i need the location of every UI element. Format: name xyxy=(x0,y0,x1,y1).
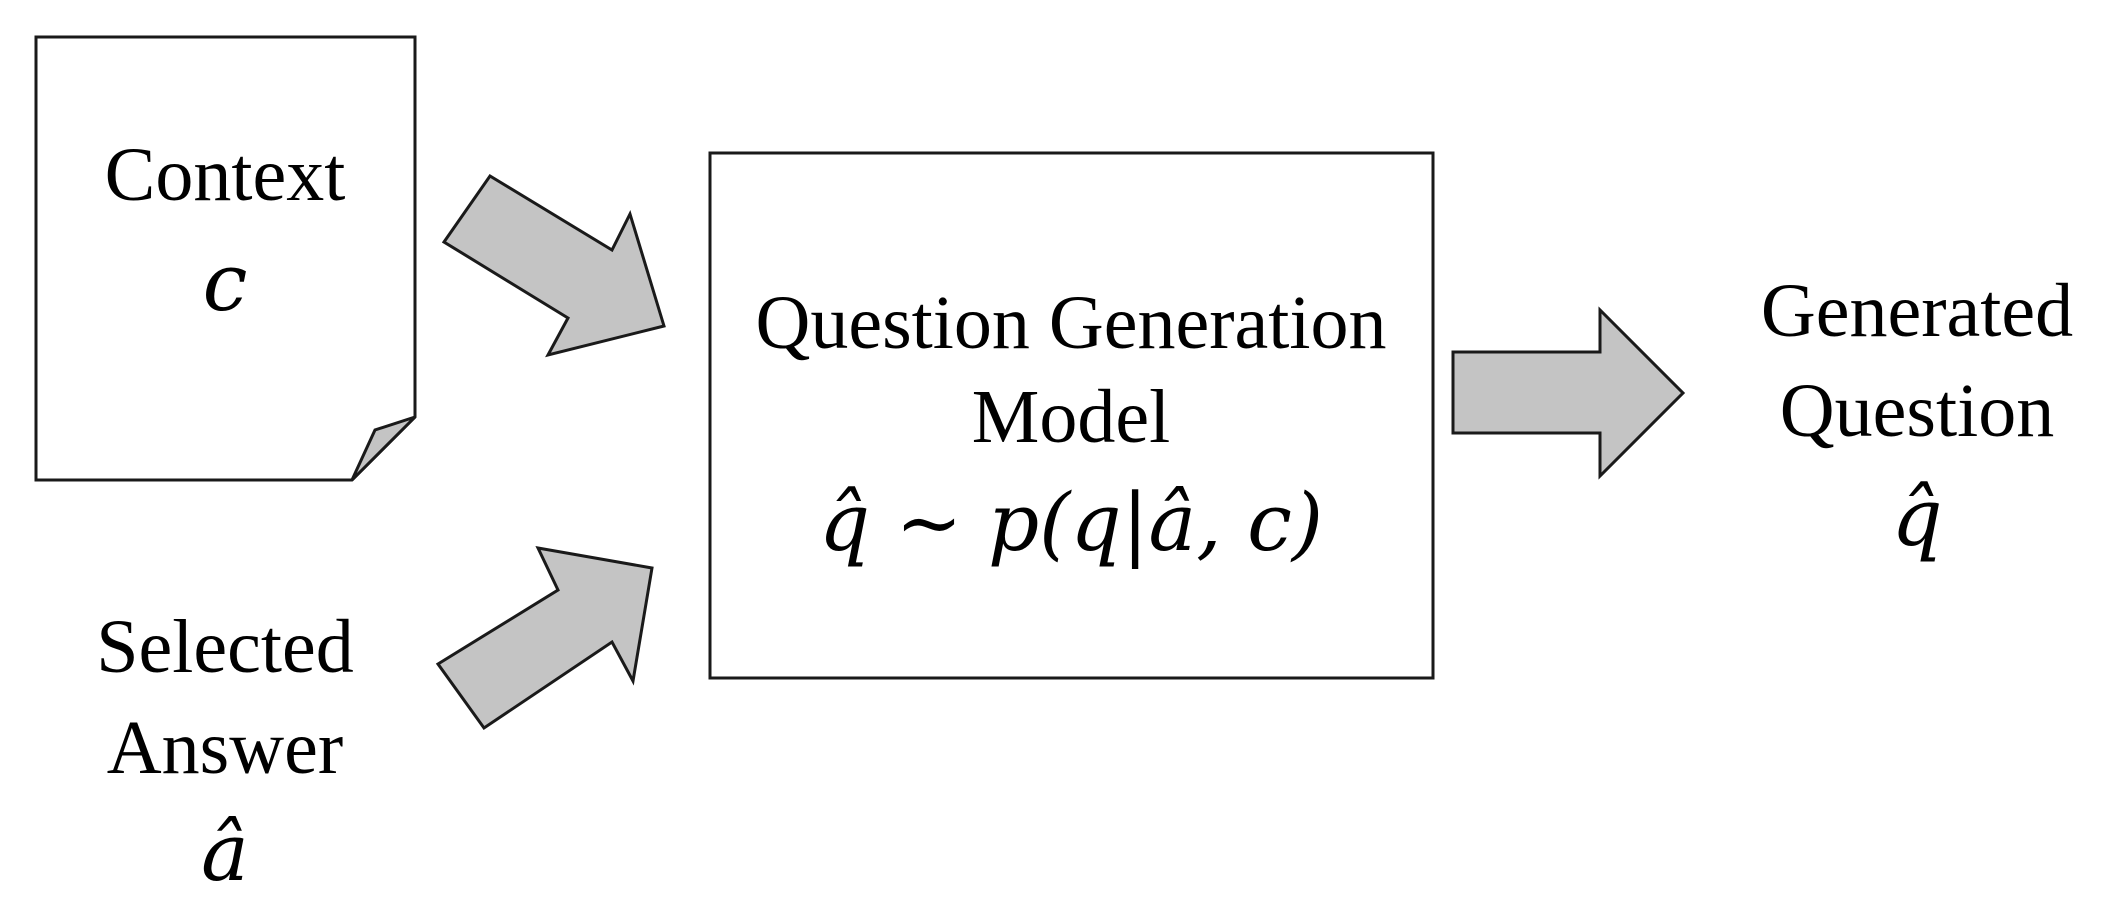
answer-symbol: â xyxy=(201,806,249,899)
question-generation-model: Question Generation Model q̂ ~ p(q|â, c) xyxy=(708,151,1435,680)
model-formula: q̂ ~ p(q|â, c) xyxy=(819,476,1323,569)
context-symbol: c xyxy=(203,236,248,329)
generated-question: Generated Question q̂ xyxy=(1761,269,2073,564)
page-fold-corner xyxy=(350,415,417,482)
model-label-line1: Question Generation xyxy=(755,281,1386,365)
selected-answer: Selected Answer â xyxy=(96,605,353,899)
context-label: Context xyxy=(105,133,346,217)
model-box xyxy=(708,151,1435,680)
model-to-output-arrow xyxy=(1451,306,1686,480)
answer-to-model-arrow xyxy=(435,546,654,731)
model-label-line2: Model xyxy=(972,375,1170,459)
output-label-line1: Generated xyxy=(1761,269,2073,353)
output-symbol: q̂ xyxy=(1891,471,1942,564)
context-document: Context c xyxy=(34,35,417,482)
context-to-model-arrow xyxy=(441,173,666,358)
output-label-line2: Question xyxy=(1780,369,2054,453)
answer-label-line1: Selected xyxy=(96,605,353,689)
answer-label-line2: Answer xyxy=(107,706,343,790)
